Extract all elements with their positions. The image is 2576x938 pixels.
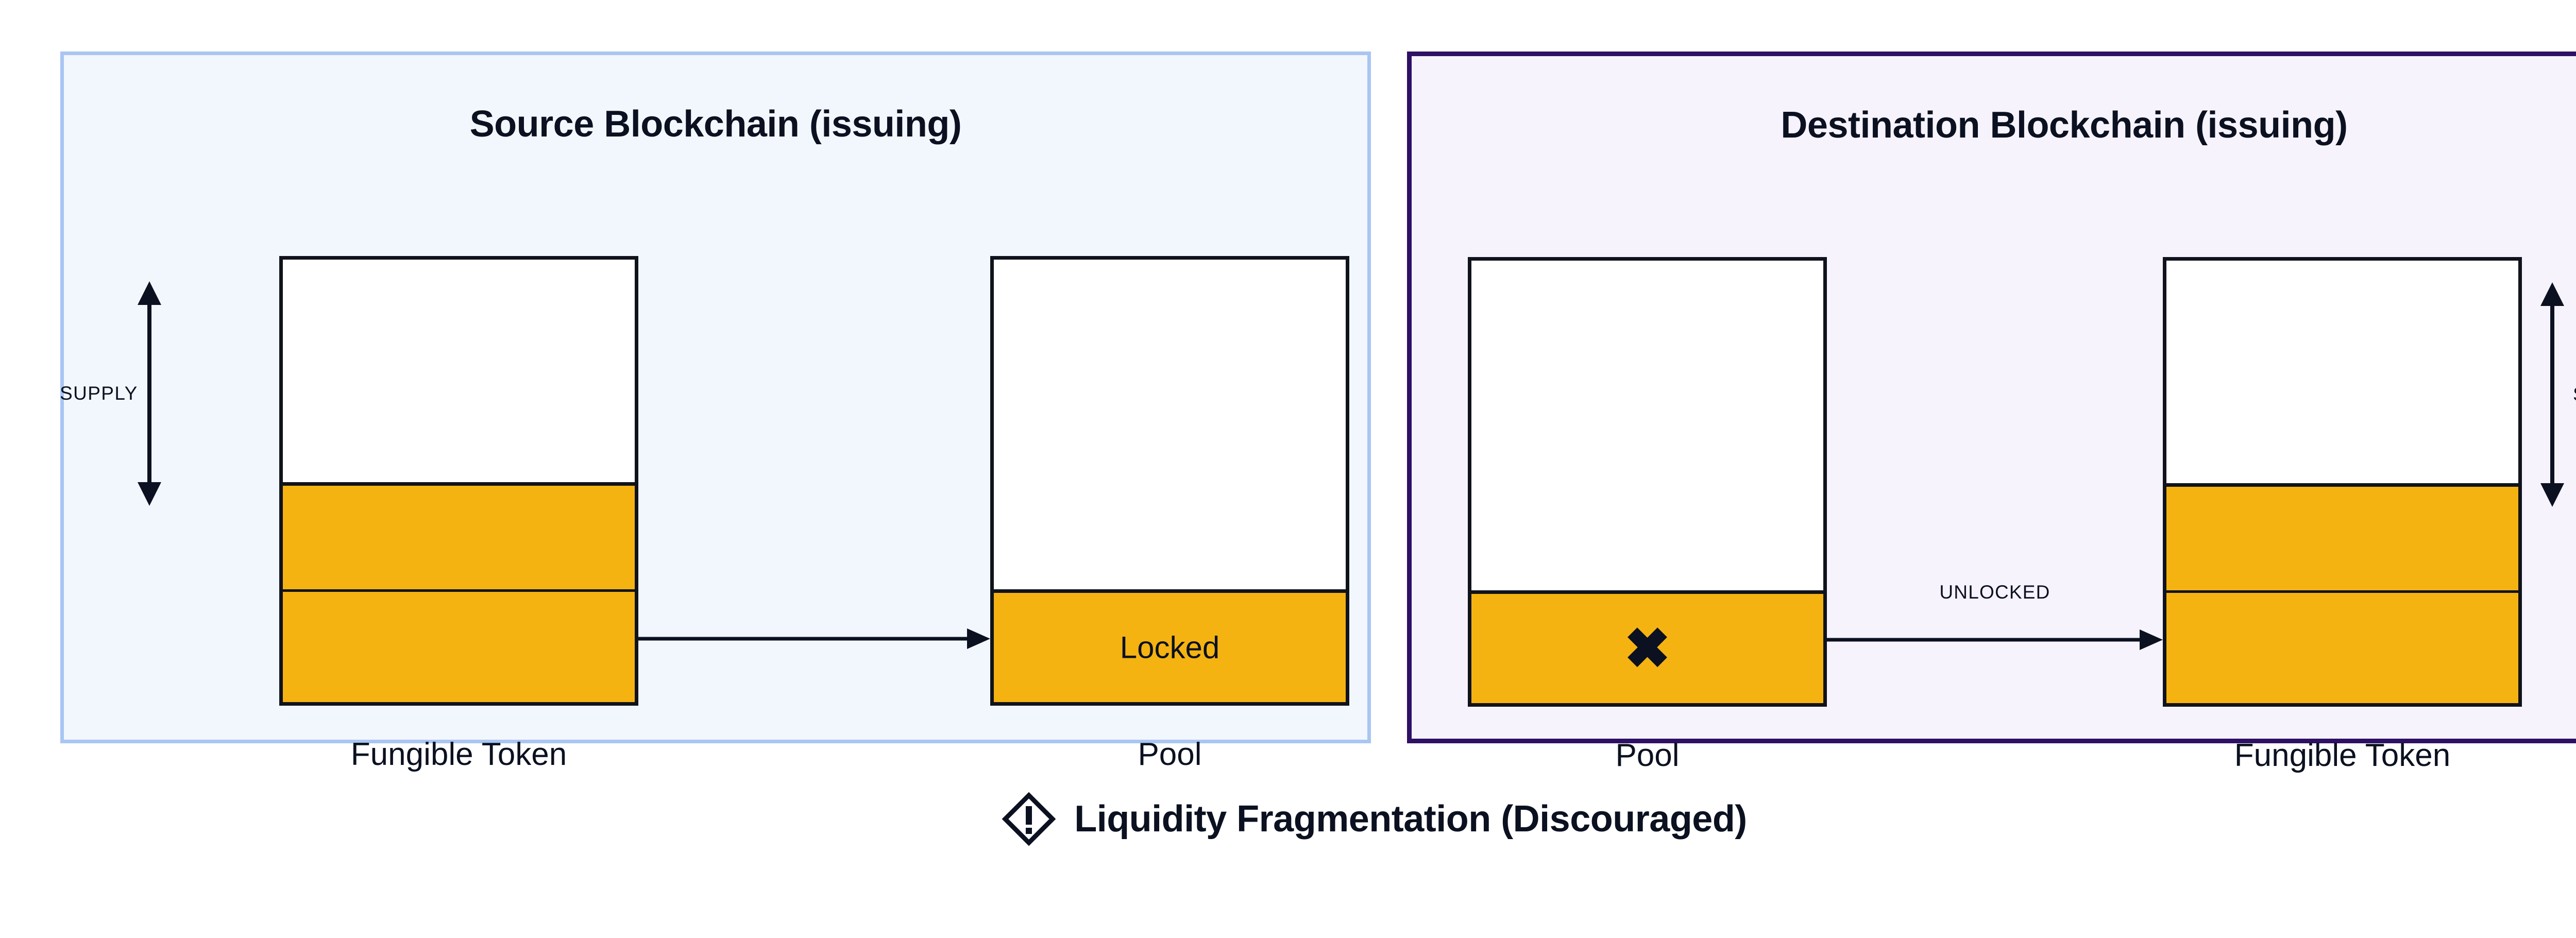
segment-destination-pool-fill: ✖	[1471, 590, 1823, 703]
segment-token-lower	[283, 589, 635, 702]
warning-diamond-icon	[1002, 792, 1056, 846]
panel-destination-title: Destination Blockchain (issuing)	[1781, 105, 2348, 146]
supply-double-arrow-icon	[2540, 282, 2564, 507]
bar-source-pool: Locked	[990, 256, 1349, 706]
footer-warning-text: Liquidity Fragmentation (Discouraged)	[1074, 798, 1747, 840]
panel-destination-blockchain: Destination Blockchain (issuing) ✖ Pool …	[1407, 52, 2576, 773]
segment-destination-token-lower	[2166, 590, 2518, 703]
segment-pool-locked-label: Locked	[1120, 630, 1220, 665]
pool-x-mark-icon: ✖	[1624, 617, 1671, 679]
bar-source-fungible-token	[279, 256, 638, 706]
bar-destination-pool: ✖	[1468, 257, 1827, 707]
supply-measure-source: SUPPLY	[60, 280, 175, 507]
segment-destination-token-upper	[2166, 483, 2518, 590]
arrow-right-icon	[638, 628, 990, 649]
bar-caption-source-fungible-token: Fungible Token	[350, 737, 567, 772]
supply-double-arrow-icon	[138, 281, 161, 506]
segment-pool-locked: Locked	[994, 589, 1346, 702]
supply-measure-destination: SUPPLY	[2534, 281, 2576, 508]
arrow-right-icon	[1827, 629, 2163, 650]
segment-token-upper	[283, 482, 635, 589]
panel-source-title: Source Blockchain (issuing)	[469, 104, 962, 145]
panel-source-blockchain: Source Blockchain (issuing) SUPPLY Fungi…	[60, 52, 1371, 772]
flow-arrow-unlock-label: UNLOCKED	[1939, 582, 2050, 603]
bar-caption-destination-fungible-token: Fungible Token	[2234, 738, 2451, 773]
flow-arrow-unlock	[1827, 628, 2163, 652]
supply-label-destination: SUPPLY	[2573, 384, 2576, 405]
bar-destination-fungible-token	[2163, 257, 2522, 707]
supply-label-source: SUPPLY	[60, 383, 138, 404]
bar-caption-source-pool: Pool	[1138, 737, 1202, 772]
flow-arrow-lock	[638, 627, 990, 651]
bar-caption-destination-pool: Pool	[1615, 738, 1680, 773]
footer-warning-note: Liquidity Fragmentation (Discouraged)	[0, 792, 2576, 846]
